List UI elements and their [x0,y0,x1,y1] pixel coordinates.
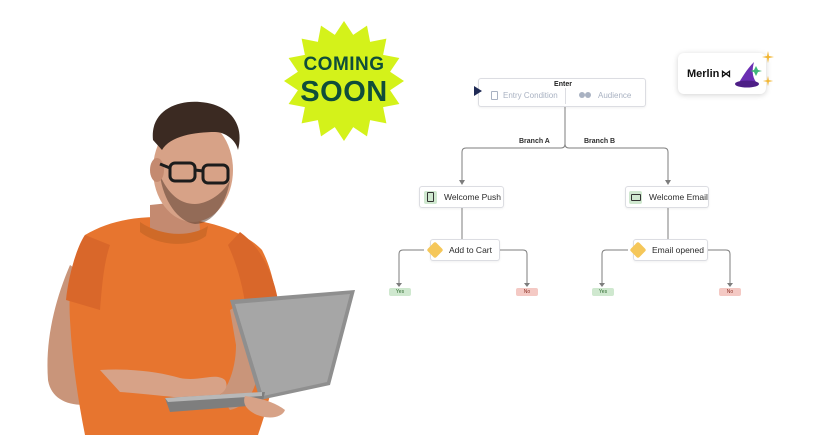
no-badge: No [719,288,741,296]
mail-icon [629,190,642,204]
merlin-label: Merlin [687,68,720,80]
badge-line2: SOON [300,76,388,108]
entry-condition-field[interactable]: Entry Condition [491,91,558,100]
branch-a-label: Branch A [519,138,550,145]
yes-badge: Yes [592,288,614,296]
divider [565,88,566,104]
welcome-email-node[interactable]: Welcome Email [625,186,709,208]
starburst-icon [284,21,404,141]
welcome-push-label: Welcome Push [444,192,502,202]
wizard-hat-icon [735,62,762,88]
entry-condition-label: Entry Condition [503,91,558,100]
no-badge: No [516,288,538,296]
sparkle-icon [762,75,774,87]
email-opened-label: Email opened [652,245,704,255]
welcome-email-label: Welcome Email [649,192,708,202]
mobile-icon [424,190,437,204]
branch-b-label: Branch B [584,138,616,145]
email-opened-node[interactable]: Email opened [633,239,708,261]
enter-node[interactable]: Enter Entry Condition Audience [478,78,646,107]
badge-line1: COMING [303,54,385,75]
add-to-cart-label: Add to Cart [449,245,492,255]
yes-badge: Yes [389,288,411,296]
merlin-logo-card: Merlin ⋈ [678,53,766,94]
door-icon [491,91,498,100]
audience-label: Audience [598,91,632,100]
audience-field[interactable]: Audience [579,91,631,100]
people-icon [579,92,593,99]
merlin-mark-icon: ⋈ [721,69,731,80]
enter-title: Enter [554,81,572,88]
person-with-laptop-illustration [47,101,355,435]
welcome-push-node[interactable]: Welcome Push [419,186,504,208]
sparkle-icon [762,51,774,63]
coming-soon-badge: COMING SOON [283,20,405,142]
play-icon[interactable] [474,86,482,96]
